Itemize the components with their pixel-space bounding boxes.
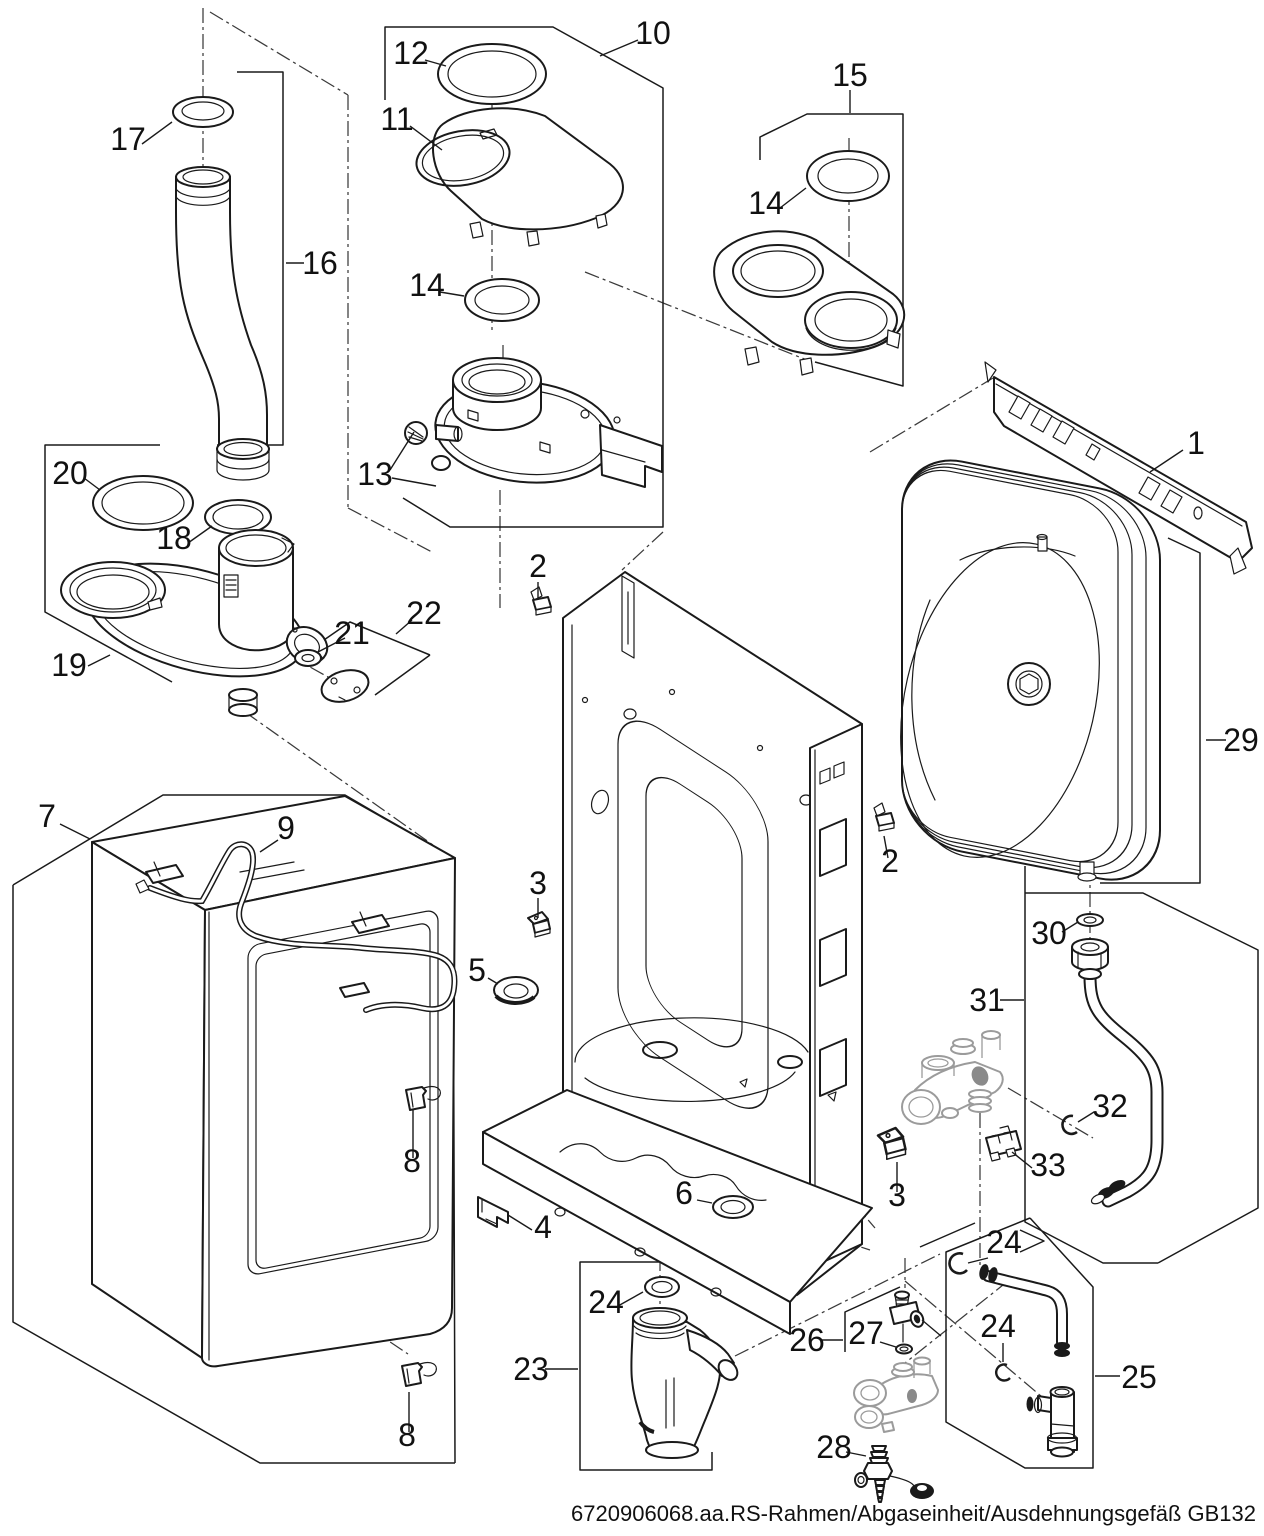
part-18-gasket-ring xyxy=(204,499,272,535)
part-23-siphon xyxy=(630,1307,739,1459)
part-label-24-c: 24 xyxy=(980,1308,1016,1344)
part-label-10: 10 xyxy=(635,15,671,51)
part-13-flue-adapter xyxy=(404,357,663,488)
part-number-labels: 17 16 12 11 10 14 13 15 14 20 18 19 21 2… xyxy=(38,15,1259,1465)
part-5-grommet xyxy=(493,976,539,1005)
part-label-6: 6 xyxy=(675,1175,693,1211)
part-11-cover-plate xyxy=(415,107,624,247)
part-label-1: 1 xyxy=(1187,425,1205,461)
part-label-5: 5 xyxy=(468,952,486,988)
part-label-32: 32 xyxy=(1092,1088,1128,1124)
part-21-washer xyxy=(294,649,322,667)
part-17-gasket-ring xyxy=(172,96,234,128)
group-box-19 xyxy=(44,444,173,683)
part-28-drain-cock xyxy=(854,1445,934,1503)
part-label-21: 21 xyxy=(334,615,370,651)
part-label-3-a: 3 xyxy=(529,865,547,901)
part-label-13: 13 xyxy=(357,456,393,492)
part-label-29: 29 xyxy=(1223,722,1259,758)
part-8-clip-upper xyxy=(405,1085,441,1111)
part-label-18: 18 xyxy=(156,520,192,556)
diagram-caption: 6720906068.aa.RS-Rahmen/Abgaseinheit/Aus… xyxy=(571,1501,1256,1526)
part-32-c-clip xyxy=(1061,1114,1078,1136)
part-label-31: 31 xyxy=(969,982,1005,1018)
part-label-19: 19 xyxy=(51,647,87,683)
part-label-24-a: 24 xyxy=(588,1284,624,1320)
part-3-clip-right xyxy=(876,1126,907,1160)
part-4-rail-clamp xyxy=(477,1196,509,1228)
part-label-28: 28 xyxy=(816,1429,852,1465)
part-label-7: 7 xyxy=(38,798,56,834)
part-label-2-b: 2 xyxy=(881,843,899,879)
part-6-grommet-ring xyxy=(712,1195,754,1219)
part-24-o-ring-top xyxy=(948,1252,968,1275)
part-1-mounting-rail xyxy=(984,361,1253,575)
part-label-8-a: 8 xyxy=(403,1143,421,1179)
part-24-siphon-gasket xyxy=(644,1276,680,1298)
part-2-clip-top xyxy=(530,586,552,616)
part-label-25: 25 xyxy=(1121,1359,1157,1395)
group-box-29 xyxy=(1100,537,1201,884)
part-15-twin-adapter-plate xyxy=(713,230,906,376)
part-3-clip-left xyxy=(527,911,551,938)
part-label-30: 30 xyxy=(1031,915,1067,951)
part-2-clip-right xyxy=(873,802,895,832)
part-label-16: 16 xyxy=(302,245,338,281)
part-7-casing xyxy=(91,795,456,1368)
part-label-8-b: 8 xyxy=(398,1417,416,1453)
group-bracket-26 xyxy=(844,1286,901,1352)
part-12-sealing-ring xyxy=(437,43,547,105)
group-box-23 xyxy=(579,1261,713,1471)
part-29-expansion-vessel xyxy=(900,459,1161,882)
frame-assembly xyxy=(482,571,873,1335)
part-label-33: 33 xyxy=(1030,1147,1066,1183)
part-label-9: 9 xyxy=(277,810,295,846)
group-box-31 xyxy=(1024,866,1259,1264)
part-label-27: 27 xyxy=(848,1315,884,1351)
part-20-gasket-ring xyxy=(92,475,194,531)
part-label-2-a: 2 xyxy=(529,548,547,584)
part-9-harness-wire xyxy=(135,841,458,1013)
group-box-15 xyxy=(759,113,904,387)
reference-manifold-lower xyxy=(853,1356,939,1433)
part-label-26: 26 xyxy=(789,1322,825,1358)
part-31-expansion-vessel-pipe xyxy=(1078,968,1164,1208)
part-27-safety-valve xyxy=(889,1290,925,1355)
part-16-flue-pipe xyxy=(175,166,270,481)
part-25-pipe-group xyxy=(979,1264,1078,1458)
part-label-3-b: 3 xyxy=(888,1177,906,1213)
group-box-10 xyxy=(384,26,664,528)
part-label-24-b: 24 xyxy=(986,1224,1022,1260)
bracket-24-edge xyxy=(919,1222,976,1248)
part-label-20: 20 xyxy=(52,455,88,491)
part-label-14-b: 14 xyxy=(748,185,784,221)
part-19-condensate-collector xyxy=(60,529,329,717)
part-label-11: 11 xyxy=(380,101,413,137)
part-14-gasket-ring-middle xyxy=(464,278,540,322)
part-14-gasket-ring-right xyxy=(806,150,890,202)
part-label-17: 17 xyxy=(110,121,146,157)
bracket-24-chevron xyxy=(1019,1229,1045,1253)
part-label-14-a: 14 xyxy=(409,267,445,303)
part-22-cover-plate-small xyxy=(320,669,370,703)
part-label-12: 12 xyxy=(393,35,429,71)
part-label-23: 23 xyxy=(513,1351,549,1387)
part-label-15: 15 xyxy=(832,57,868,93)
part-8-clip-lower xyxy=(401,1361,437,1387)
part-24-o-ring-mid xyxy=(995,1363,1011,1382)
part-label-4: 4 xyxy=(534,1209,552,1245)
reference-manifold-upper xyxy=(901,1030,1004,1125)
group-box-25 xyxy=(945,1217,1094,1469)
part-label-22: 22 xyxy=(406,595,442,631)
group-boxes xyxy=(12,26,1259,1471)
leader-lines xyxy=(59,39,1226,1457)
